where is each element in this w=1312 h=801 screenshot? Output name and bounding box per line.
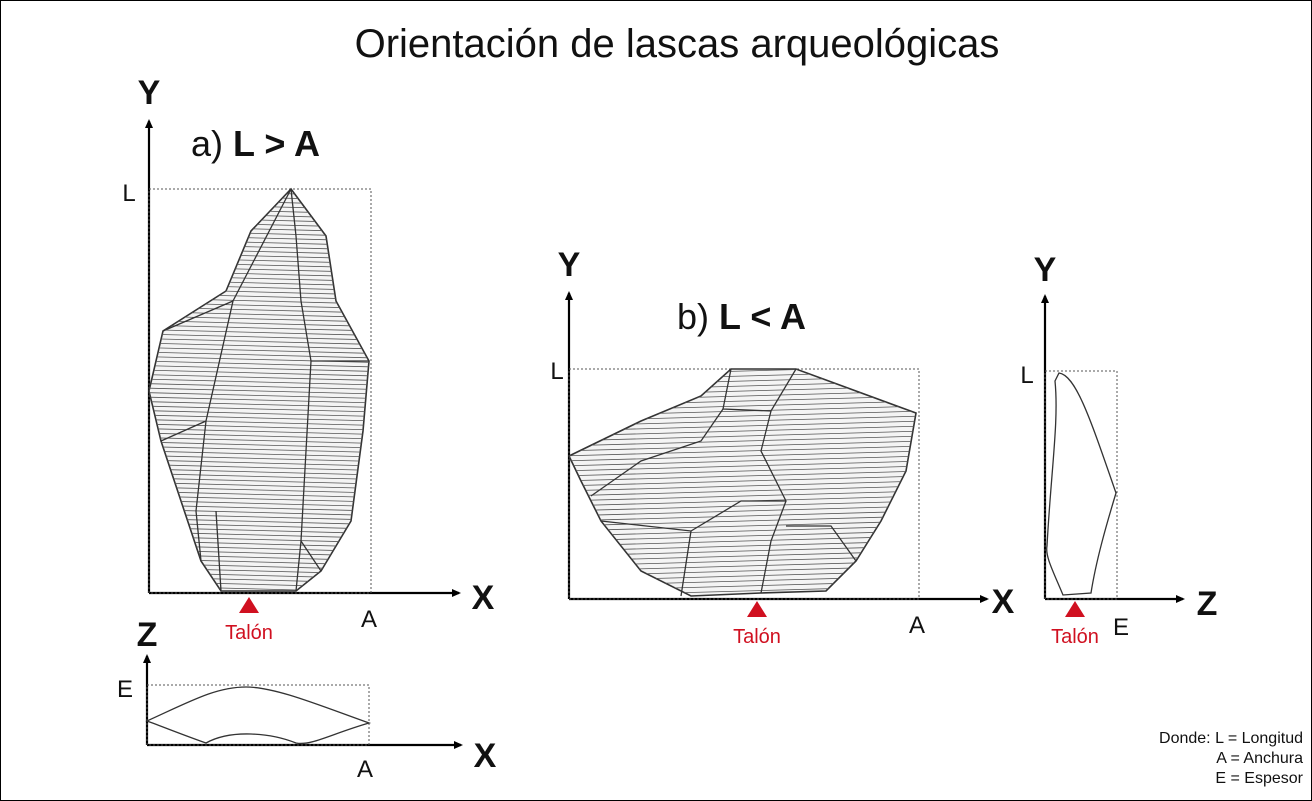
panel-c-y-label: Y xyxy=(1034,251,1057,289)
panel-c-tick-l: L xyxy=(1020,362,1033,389)
legend-line-2: A = Anchura xyxy=(1216,750,1303,767)
panel-c-tick-e: E xyxy=(1113,614,1129,641)
panel-a-z-label: Z xyxy=(137,616,158,654)
panel-a-tick-l: L xyxy=(122,180,135,207)
flake-a-profile xyxy=(145,686,372,745)
panel-a-tick-a: A xyxy=(361,606,377,633)
panel-c: Y Z L E Talón xyxy=(1020,251,1217,648)
flake-b-drawing xyxy=(567,368,917,597)
legend-line-1: Donde: L = Longitud xyxy=(1159,730,1303,747)
panel-a-platform-marker xyxy=(239,597,259,613)
panel-b-tick-a: A xyxy=(909,612,925,639)
legend: Donde: L = Longitud A = Anchura E = Espe… xyxy=(1159,730,1304,787)
panel-b-y-label: Y xyxy=(558,246,581,284)
panel-a-tick-e: E xyxy=(117,676,133,703)
panel-b-platform-marker xyxy=(747,601,767,617)
panel-b-platform-label: Talón xyxy=(733,626,781,648)
panel-b-x-label: X xyxy=(992,583,1015,621)
panel-a-y-label: Y xyxy=(138,74,161,112)
panel-a-x-label-bottom: X xyxy=(474,737,497,775)
panel-a-platform-label: Talón xyxy=(225,622,273,644)
panel-c-platform-label: Talón xyxy=(1051,626,1099,648)
panel-a-tick-a-bottom: A xyxy=(357,756,373,783)
legend-line-3: E = Espesor xyxy=(1215,770,1303,787)
panel-b-title: b) L < A xyxy=(677,296,806,337)
panel-a-profile-box xyxy=(146,684,370,746)
panel-c-platform-marker xyxy=(1065,601,1085,617)
panel-b-tick-l: L xyxy=(550,358,563,385)
panel-a-x-label: X xyxy=(472,579,495,617)
panel-c-bounding-box xyxy=(1044,370,1118,600)
flake-c-profile xyxy=(1046,372,1117,596)
panel-a-title: a) L > A xyxy=(191,123,320,164)
flake-a-drawing xyxy=(148,187,370,592)
panel-b: Y X b) L < A L A Talón xyxy=(550,246,1014,648)
panel-b-bounding-box xyxy=(568,368,920,600)
panel-c-z-label: Z xyxy=(1197,585,1218,623)
diagram-title: Orientación de lascas arqueológicas xyxy=(355,22,1000,66)
panel-a: Y X a) L > A L A Talón Z X E A xyxy=(117,74,497,783)
